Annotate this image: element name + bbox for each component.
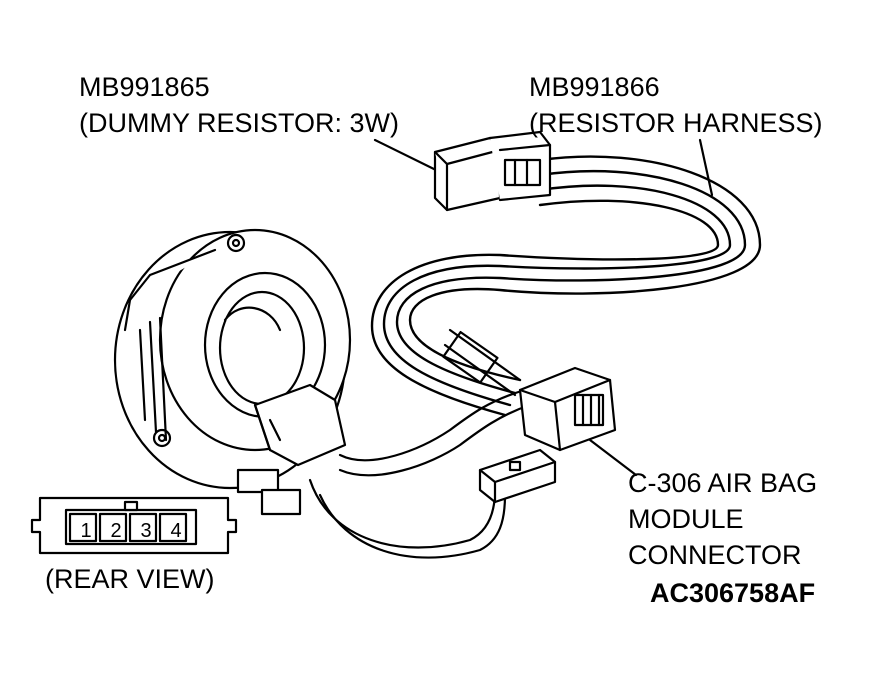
pin-number: 2: [110, 520, 121, 542]
c306-connector: [518, 366, 617, 452]
dummy-resistor: [433, 130, 552, 212]
pin-number: 3: [140, 520, 151, 542]
pin-numbers: 1 2 3 4: [80, 520, 181, 542]
lower-harness: [308, 328, 532, 559]
dummy-resistor-desc-label: (DUMMY RESISTOR: 3W): [79, 108, 400, 138]
pin-number: 4: [170, 520, 181, 542]
rear-view-connector: [30, 496, 238, 555]
resistor-harness-part-label: MB991866: [529, 72, 660, 102]
connector-label-line3: CONNECTOR: [628, 540, 802, 570]
dummy-resistor-part-label: MB991865: [79, 72, 210, 102]
connector-label-line1: C-306 AIR BAG: [628, 468, 818, 498]
clock-spring-connector: [236, 383, 347, 516]
small-connector: [478, 448, 557, 504]
pin-number: 1: [80, 520, 91, 542]
resistor-harness-cable: [370, 155, 762, 417]
resistor-harness-desc-label: (RESISTOR HARNESS): [529, 108, 823, 138]
figure-code: AC306758AF: [650, 578, 816, 608]
rear-view-label: (REAR VIEW): [45, 564, 215, 594]
connector-label-line2: MODULE: [628, 504, 744, 534]
leader-lines: [373, 138, 714, 477]
